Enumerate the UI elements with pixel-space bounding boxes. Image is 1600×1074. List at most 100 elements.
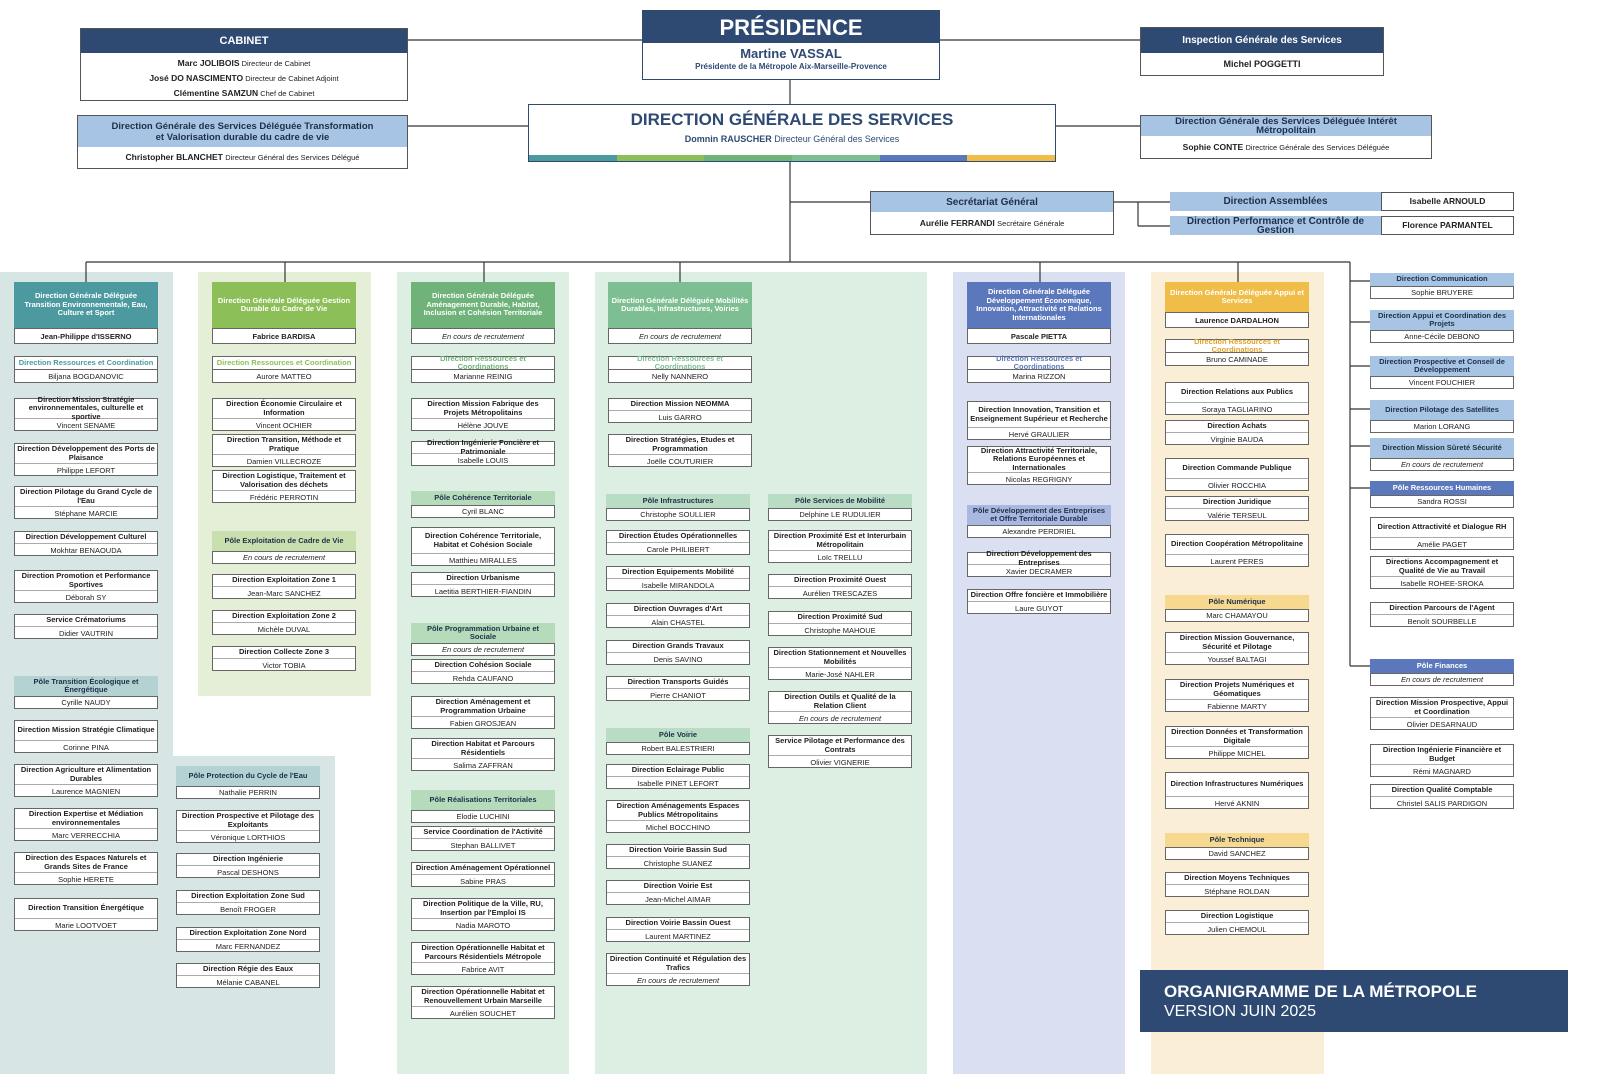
unit-name: Vincent OCHIER <box>255 420 313 430</box>
unit-name: Loïc TRELLU <box>817 552 863 562</box>
unit-title: Direction Données et Transformation Digi… <box>1166 727 1308 747</box>
pole-title: Pôle Technique <box>1165 833 1309 847</box>
unit-box: Direction Promotion et Performance Sport… <box>14 570 158 603</box>
unit-name: Julien CHEMOUL <box>1207 924 1267 934</box>
unit-title: Direction Exploitation Zone Nord <box>177 928 319 940</box>
footer-banner: ORGANIGRAMME DE LA MÉTROPOLE VERSION JUI… <box>1140 970 1568 1032</box>
unit-box: Direction Opérationnelle Habitat et Reno… <box>411 986 555 1019</box>
dgd-head-name: Laurence DARDALHON <box>1165 312 1309 328</box>
unit-title: Direction Collecte Zone 3 <box>213 647 355 659</box>
inspection-title: Inspection Générale des Services <box>1141 28 1383 53</box>
unit-box: Direction Innovation, Transition et Ense… <box>967 401 1111 440</box>
unit-title: Direction Logistique, Traitement et Valo… <box>213 471 355 491</box>
pole-finances-title: Pôle Finances <box>1370 659 1514 673</box>
ressources-name: Marina RIZZON <box>967 370 1111 383</box>
unit-name: Hervé GRAULIER <box>1008 429 1070 439</box>
unit-title: Service Coordination de l'Activité <box>412 827 554 839</box>
unit-name: Aurélien SOUCHET <box>449 1008 517 1018</box>
unit-title: Direction Equipements Mobilité <box>607 567 749 579</box>
pole-title: Pôle Programmation Urbaine et Sociale <box>411 623 555 643</box>
unit-name: Sophie HERETE <box>58 874 114 884</box>
pole-title: Pôle Transition Écologique et Énergétiqu… <box>14 676 158 696</box>
unit-box: Direction Mission Prospective, Appui et … <box>1370 697 1514 730</box>
unit-name: Laurent PERES <box>1210 556 1264 566</box>
col7-unit-name: Sophie BRUYERE <box>1370 286 1514 299</box>
panel-col1b <box>173 756 335 1074</box>
unit-title: Direction Habitat et Parcours Résidentie… <box>412 739 554 759</box>
unit-title: Directions Accompagnement et Qualité de … <box>1371 557 1513 577</box>
unit-title: Direction Exploitation Zone 2 <box>213 611 355 623</box>
unit-title: Direction Expertise et Médiation environ… <box>15 809 157 829</box>
unit-box: Direction Prospective et Pilotage des Ex… <box>176 810 320 843</box>
unit-name: Salima ZAFFRAN <box>453 760 513 770</box>
unit-name: Jean-Marc SANCHEZ <box>247 588 321 598</box>
unit-title: Direction Ingénierie Financière et Budge… <box>1371 745 1513 765</box>
unit-name: Christel SALIS PARDIGON <box>1396 798 1488 808</box>
pole-title: Pôle Protection du Cycle de l'Eau <box>176 766 320 786</box>
secretariat-title: Secrétariat Général <box>871 192 1113 212</box>
pole-title: Pôle Services de Mobilité <box>768 494 912 508</box>
unit-name: Benoît SOURBELLE <box>1407 616 1477 626</box>
unit-title: Direction Logistique <box>1166 911 1308 923</box>
unit-name: Alain CHASTEL <box>651 617 705 627</box>
unit-title: Direction Parcours de l'Agent <box>1371 603 1513 615</box>
cabinet-box: CABINET Marc JOLIBOIS Directeur de Cabin… <box>80 28 408 101</box>
pole-rh-name: Sandra ROSSI <box>1370 495 1514 508</box>
pole-finances-name: En cours de recrutement <box>1370 673 1514 686</box>
unit-title: Direction Mission Stratégie Climatique <box>15 721 157 741</box>
cabinet-member-role: Directeur de Cabinet Adjoint <box>243 74 339 83</box>
unit-title: Service Crématoriums <box>15 615 157 627</box>
unit-title: Direction Mission Prospective, Appui et … <box>1371 698 1513 718</box>
pole-name: Robert BALESTRIERI <box>606 742 750 755</box>
dgd-head-name: Jean-Philippe d'ISSERNO <box>14 328 158 344</box>
ressources-title: Direction Ressources et Coordinations <box>1165 337 1309 354</box>
unit-name: Pascal DESHONS <box>217 867 279 877</box>
assemblees-row: Direction Assemblées Isabelle ARNOULD <box>1170 192 1514 211</box>
col7-unit-title: Direction Pilotage des Satellites <box>1370 400 1514 420</box>
unit-name: Stéphane ROLDAN <box>1204 886 1270 896</box>
unit-title: Direction Ingénierie <box>177 854 319 866</box>
presidence-role: Présidente de la Métropole Aix-Marseille… <box>695 62 887 71</box>
pole-name: En cours de recrutement <box>212 551 356 564</box>
unit-box: Direction Projets Numériques et Géomatiq… <box>1165 679 1309 712</box>
col7-unit-title: Direction Mission Sûreté Sécurité <box>1370 438 1514 458</box>
unit-box: Direction Mission Gouvernance, Sécurité … <box>1165 632 1309 665</box>
unit-box: Direction Attractivité Territoriale, Rel… <box>967 446 1111 485</box>
unit-title: Direction Coopération Métropolitaine <box>1166 535 1308 555</box>
unit-name: Matthieu MIRALLES <box>449 555 517 565</box>
pole-name: Alexandre PERDRIEL <box>967 525 1111 538</box>
dgd-head-name: Fabrice BARDISA <box>212 328 356 344</box>
unit-title: Service Pilotage et Performance des Cont… <box>769 736 911 756</box>
unit-name: Rémi MAGNARD <box>1413 766 1471 776</box>
unit-title: Direction Ouvrages d'Art <box>607 604 749 616</box>
cabinet-member-role: Directeur de Cabinet <box>239 59 311 68</box>
unit-title: Direction Transition, Méthode et Pratiqu… <box>213 435 355 455</box>
ressources-title: Direction Ressources et Coordinations <box>411 354 555 371</box>
unit-name: Fabrice AVIT <box>461 964 505 974</box>
col7-unit-title: Direction Prospective et Conseil de Déve… <box>1370 356 1514 376</box>
unit-box: Service Pilotage et Performance des Cont… <box>768 735 912 768</box>
col7-unit-name: Marion LORANG <box>1370 420 1514 433</box>
unit-name: Victor TOBIA <box>262 660 306 670</box>
unit-box: Direction Mission Fabrique des Projets M… <box>411 398 555 431</box>
ressources-title: Direction Ressources et Coordinations <box>608 354 752 371</box>
dgsd-right-box: Direction Générale des Services Déléguée… <box>1140 115 1432 159</box>
unit-name: Denis SAVINO <box>653 654 703 664</box>
unit-box: Direction Aménagements Espaces Publics M… <box>606 800 750 833</box>
secretariat-role: Secrétaire Générale <box>997 219 1065 228</box>
cabinet-member-name: José DO NASCIMENTO <box>149 73 244 83</box>
unit-title: Direction Mission Fabrique des Projets M… <box>412 399 554 419</box>
performance-title: Direction Performance et Contrôle de Ges… <box>1170 216 1381 235</box>
